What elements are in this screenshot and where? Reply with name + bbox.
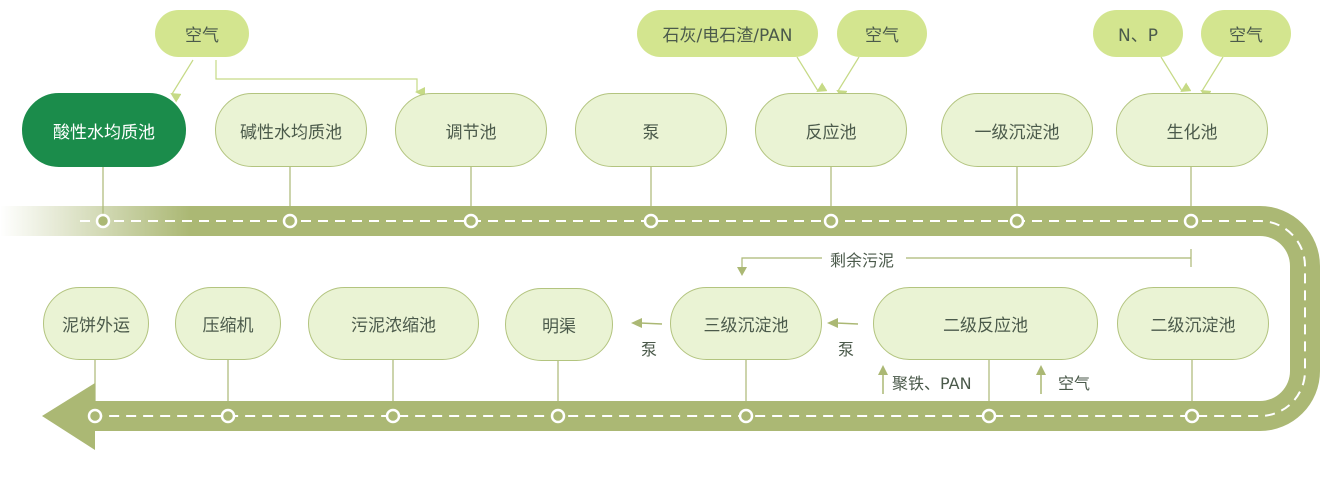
- bottom-dot-3: [550, 408, 566, 424]
- top-dot-1: [282, 213, 298, 229]
- node-tertiary-sedimentation-tank[interactable]: 三级沉淀池: [670, 287, 822, 360]
- input-label: 空气: [185, 26, 219, 46]
- node-label: 调节池: [445, 122, 497, 143]
- air-to-acid-arrow: [170, 59, 194, 103]
- input-air-2[interactable]: 空气: [837, 10, 927, 57]
- lime-to-reactor-arrow: [796, 56, 828, 93]
- air-label-4: 空气: [1058, 374, 1091, 393]
- node-dots: [87, 213, 1200, 424]
- sludge-return-line-left: [741, 257, 822, 268]
- bottom-dot-2: [738, 408, 754, 424]
- road-fade: [0, 206, 190, 236]
- top-dot-5: [1009, 213, 1025, 229]
- input-lime[interactable]: 石灰/电石渣/PAN: [637, 10, 818, 57]
- node-label: 二级沉淀池: [1150, 316, 1236, 336]
- road: [0, 206, 1320, 450]
- air-up-arrowhead: [1036, 365, 1046, 375]
- bottom-dot-6: [87, 408, 103, 424]
- road-band: [95, 206, 1320, 431]
- bottom-dot-1: [981, 408, 997, 424]
- pump-arrowhead-2: [827, 318, 838, 328]
- node-stems: [94, 167, 1193, 416]
- node-label: 泥饼外运: [62, 316, 130, 336]
- input-label: N、P: [1118, 26, 1158, 46]
- pump-arrowhead-1: [631, 318, 642, 328]
- node-reaction-tank[interactable]: 反应池: [755, 93, 907, 167]
- excess-sludge-label: 剩余污泥: [830, 251, 895, 270]
- node-label: 三级沉淀池: [703, 316, 789, 336]
- pump-arrow-1: [639, 322, 663, 325]
- node-alkaline-equalization-tank[interactable]: 碱性水均质池: [215, 93, 367, 167]
- node-label: 酸性水均质池: [53, 122, 155, 143]
- input-air-3[interactable]: 空气: [1201, 10, 1291, 57]
- top-dot-3: [643, 213, 659, 229]
- node-pump[interactable]: 泵: [575, 93, 727, 167]
- node-label: 二级反应池: [943, 316, 1028, 336]
- dosing-arrows: [878, 365, 1046, 394]
- bottom-dot-4: [385, 408, 401, 424]
- air-to-reactor-arrow: [836, 56, 860, 100]
- node-primary-sedimentation-tank[interactable]: 一级沉淀池: [941, 93, 1093, 167]
- pump-arrow-2: [835, 322, 859, 325]
- air-to-regulating-arrow: [215, 60, 425, 97]
- iron-pan-label: 聚铁、PAN: [892, 374, 972, 393]
- node-label: 泵: [642, 122, 660, 143]
- node-sludge-thickening-tank[interactable]: 污泥浓缩池: [308, 287, 479, 360]
- node-label: 压缩机: [202, 316, 254, 336]
- bottom-dot-5: [220, 408, 236, 424]
- node-label: 明渠: [542, 317, 576, 337]
- input-np[interactable]: N、P: [1093, 10, 1183, 57]
- sludge-return: [737, 249, 1192, 276]
- node-secondary-sedimentation-tank[interactable]: 二级沉淀池: [1117, 287, 1269, 360]
- road-dashes: [80, 220, 1306, 417]
- node-label: 碱性水均质池: [240, 122, 342, 143]
- node-sludge-cake-transport[interactable]: 泥饼外运: [43, 287, 149, 360]
- pump-label-2: 泵: [838, 340, 855, 359]
- node-regulating-tank[interactable]: 调节池: [395, 93, 547, 167]
- node-label: 生化池: [1166, 122, 1218, 143]
- np-to-bio-arrow: [1160, 56, 1192, 93]
- bottom-dot-0: [1184, 408, 1200, 424]
- sludge-return-arrowhead: [737, 267, 747, 276]
- top-dot-4: [823, 213, 839, 229]
- input-label: 空气: [865, 26, 899, 46]
- node-label: 一级沉淀池: [974, 122, 1060, 143]
- node-biochemical-tank[interactable]: 生化池: [1116, 93, 1268, 167]
- top-dot-6: [1183, 213, 1199, 229]
- node-compressor[interactable]: 压缩机: [175, 287, 281, 360]
- air-to-bio-arrow: [1200, 56, 1224, 100]
- node-open-channel[interactable]: 明渠: [505, 288, 613, 361]
- top-dot-2: [463, 213, 479, 229]
- pump-label-1: 泵: [641, 340, 658, 359]
- node-acid-equalization-tank[interactable]: 酸性水均质池: [22, 93, 186, 167]
- input-connectors: [170, 56, 1224, 103]
- road-arrowhead: [42, 383, 95, 450]
- node-label: 反应池: [805, 122, 857, 143]
- iron-pan-arrowhead: [878, 365, 888, 375]
- input-label: 空气: [1229, 26, 1263, 46]
- input-air-1[interactable]: 空气: [155, 10, 249, 57]
- pump-arrows: [631, 318, 859, 328]
- node-label: 污泥浓缩池: [351, 316, 436, 336]
- node-secondary-reaction-tank[interactable]: 二级反应池: [873, 287, 1098, 360]
- top-dot-0: [95, 213, 111, 229]
- input-label: 石灰/电石渣/PAN: [662, 26, 793, 46]
